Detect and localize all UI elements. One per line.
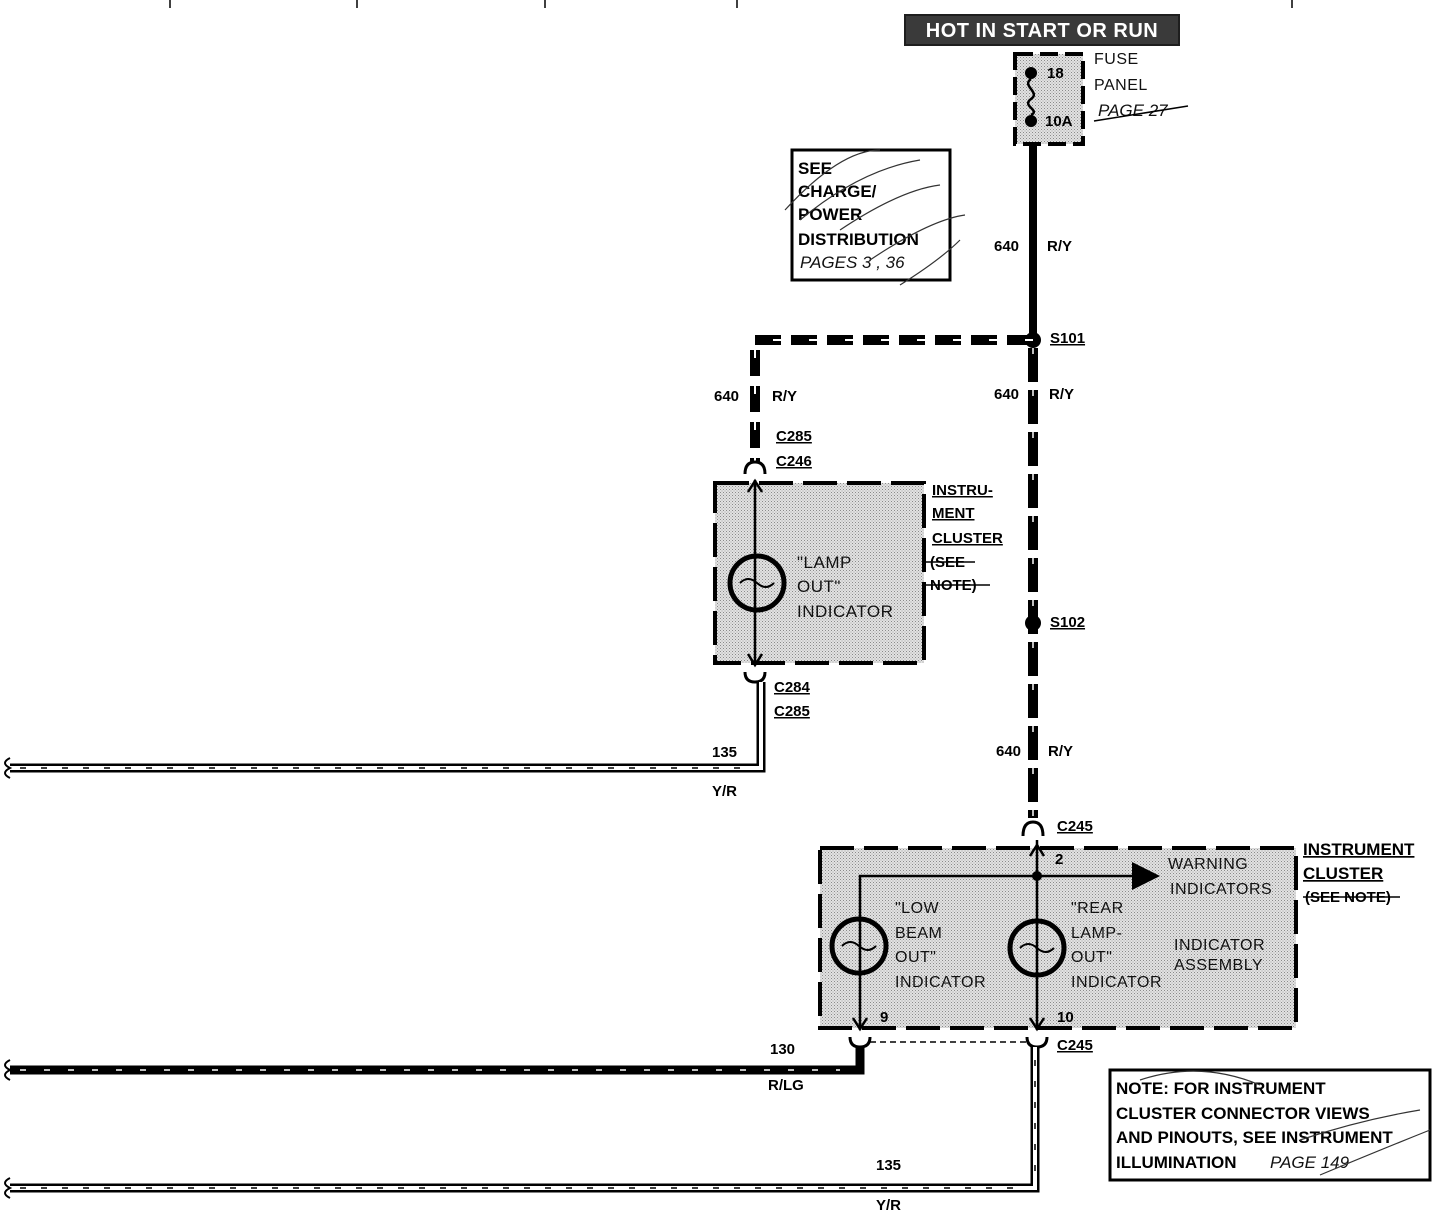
low-line1: "LOW (895, 900, 940, 917)
top-border-ticks (169, 0, 1293, 8)
see-line4: DISTRIBUTION (798, 230, 919, 249)
rear-line1: "REAR (1071, 900, 1124, 917)
rear-line2: LAMP- (1071, 925, 1122, 942)
pin-10: 10 (1057, 1009, 1074, 1026)
fuse-label-line1: FUSE (1094, 51, 1139, 68)
w640-mid-color: R/Y (1049, 386, 1074, 403)
note-box: NOTE: FOR INSTRUMENT CLUSTER CONNECTOR V… (1108, 1068, 1432, 1182)
instrument-cluster-lower: 2 9 10 WARNING INDICATORS INDICATOR ASSE… (818, 840, 1298, 1032)
note-line4: ILLUMINATION (1116, 1153, 1237, 1172)
c245-top-label: C245 (1057, 818, 1093, 835)
s102-label: S102 (1050, 614, 1085, 631)
hot-label: HOT IN START OR RUN (926, 20, 1158, 42)
c284-label: C284 (774, 679, 811, 696)
pin-2: 2 (1055, 851, 1063, 868)
fuse-icon (1026, 77, 1036, 117)
note-line2: CLUSTER CONNECTOR VIEWS (1116, 1104, 1370, 1123)
lamp-line3: INDICATOR (797, 602, 893, 621)
c246-label: C246 (776, 453, 812, 470)
low-line4: INDICATOR (895, 974, 986, 991)
note-line3: AND PINOUTS, SEE INSTRUMENT (1116, 1128, 1393, 1147)
rear-line3: OUT" (1071, 949, 1112, 966)
see-line5: PAGES 3 , 36 (800, 253, 905, 272)
w640-low-circuit: 640 (996, 743, 1021, 760)
lamp-out-bulb-icon (727, 553, 787, 613)
lamp-line1: "LAMP (797, 553, 852, 572)
cluster-lower-title2: CLUSTER (1303, 864, 1383, 883)
splice-s102 (1025, 615, 1041, 631)
assembly-line1: INDICATOR (1174, 937, 1265, 954)
cluster-upper-title3: CLUSTER (932, 530, 1003, 547)
rear-lamp-bulb-icon (1007, 918, 1067, 978)
connector-c245-pin9-symbol (848, 1036, 872, 1049)
w135-lower-color: Y/R (876, 1197, 901, 1214)
fuse-rating: 10A (1045, 113, 1073, 130)
connector-c246-symbol (743, 460, 767, 475)
c285-top-label: C285 (776, 428, 812, 445)
w135-upper-circuit: 135 (712, 744, 737, 761)
w135-upper-color: Y/R (712, 783, 737, 800)
see-line2: CHARGE/ (798, 182, 877, 201)
hot-in-start-or-run-banner: HOT IN START OR RUN (904, 14, 1180, 46)
connector-c284-symbol (743, 671, 767, 684)
w640-low-color: R/Y (1048, 743, 1073, 760)
w640-mid-circuit: 640 (994, 386, 1019, 403)
connector-c245-top-symbol (1021, 820, 1045, 837)
see-line1: SEE (798, 159, 832, 178)
note-page-ref: PAGE 149 (1270, 1153, 1350, 1172)
w130-color: R/LG (768, 1077, 804, 1094)
w130-circuit: 130 (770, 1041, 795, 1058)
see-charge-box: SEE CHARGE/ POWER DISTRIBUTION PAGES 3 ,… (784, 148, 966, 286)
cluster-upper-title1: INSTRU- (932, 482, 993, 499)
w135-lower-circuit: 135 (876, 1157, 901, 1174)
instrument-cluster-upper: "LAMP OUT" INDICATOR (713, 478, 926, 668)
low-beam-bulb-icon (829, 916, 889, 976)
lamp-line2: OUT" (797, 577, 841, 596)
rear-line4: INDICATOR (1071, 974, 1162, 991)
pin-9: 9 (880, 1009, 888, 1026)
warning-line2: INDICATORS (1170, 881, 1272, 898)
see-line3: POWER (798, 205, 862, 224)
fuse-number: 18 (1047, 65, 1064, 82)
s101-label: S101 (1050, 330, 1085, 347)
low-line2: BEAM (895, 925, 942, 942)
w640-top-circuit: 640 (994, 238, 1019, 255)
cluster-upper-title2: MENT (932, 505, 975, 522)
w640-left-color: R/Y (772, 388, 797, 405)
warning-arrow-icon (1132, 862, 1160, 890)
note-line1: NOTE: FOR INSTRUMENT (1116, 1079, 1326, 1098)
low-line3: OUT" (895, 949, 936, 966)
c245-bottom-label: C245 (1057, 1037, 1093, 1054)
fuse-page-ref: PAGE 27 (1098, 101, 1168, 120)
fuse-18: 18 10A (1013, 52, 1085, 146)
warning-line1: WARNING (1168, 856, 1248, 873)
w640-top-color: R/Y (1047, 238, 1072, 255)
fuse-label-line2: PANEL (1094, 77, 1148, 94)
assembly-line2: ASSEMBLY (1174, 957, 1263, 974)
connector-c245-pin10-symbol (1025, 1036, 1049, 1049)
cluster-lower-title1: INSTRUMENT (1303, 840, 1415, 859)
c285-bottom-label: C285 (774, 703, 810, 720)
w640-left-circuit: 640 (714, 388, 739, 405)
